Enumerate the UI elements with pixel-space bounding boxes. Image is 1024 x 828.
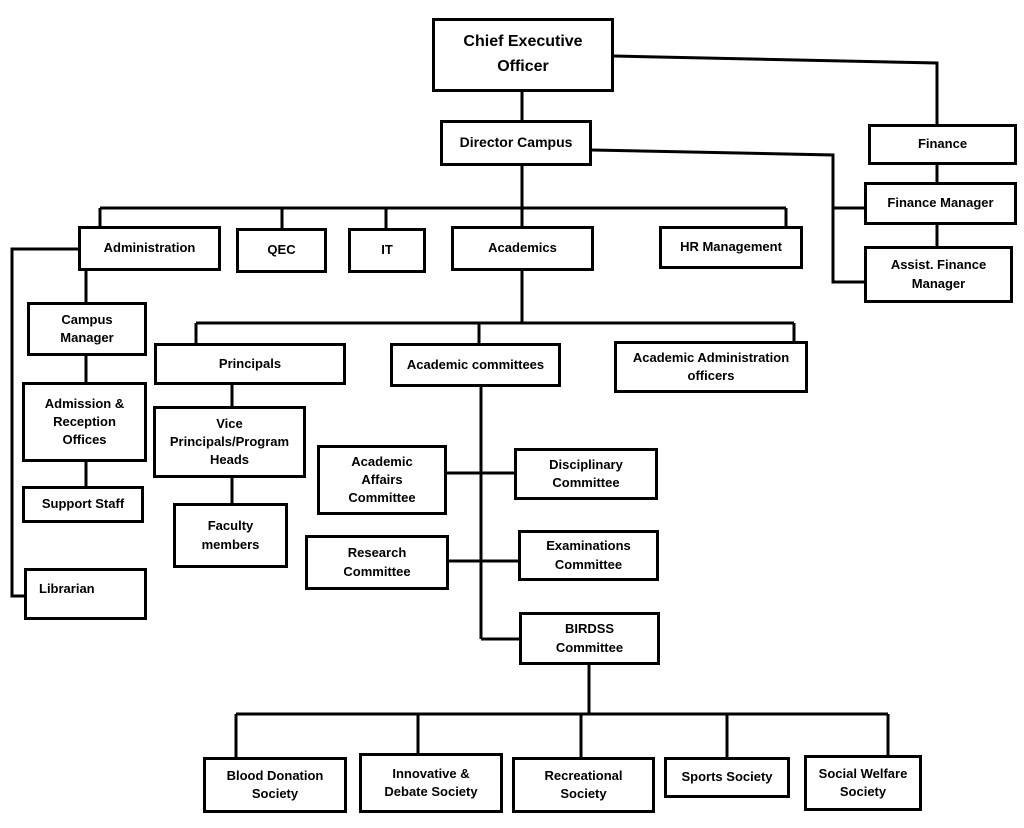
node-director-campus: Director Campus [440, 120, 592, 166]
node-assist-finance-manager: Assist. Finance Manager [864, 246, 1013, 303]
node-campus-manager: Campus Manager [27, 302, 147, 356]
node-faculty-members: Faculty members [173, 503, 288, 568]
node-support-staff: Support Staff [22, 486, 144, 523]
node-it: IT [348, 228, 426, 273]
node-qec: QEC [236, 228, 327, 273]
node-finance: Finance [868, 124, 1017, 165]
node-social-welfare: Social Welfare Society [804, 755, 922, 811]
node-admission-reception: Admission & Reception Offices [22, 382, 147, 462]
node-administration: Administration [78, 226, 221, 271]
node-research: Research Committee [305, 535, 449, 590]
node-principals: Principals [154, 343, 346, 385]
node-academics: Academics [451, 226, 594, 271]
node-recreational: Recreational Society [512, 757, 655, 813]
node-blood-donation: Blood Donation Society [203, 757, 347, 813]
node-academic-committees: Academic committees [390, 343, 561, 387]
node-hr-management: HR Management [659, 226, 803, 269]
node-librarian: Librarian [24, 568, 147, 620]
node-sports: Sports Society [664, 757, 790, 798]
node-finance-manager: Finance Manager [864, 182, 1017, 225]
node-vice-principals: Vice Principals/Program Heads [153, 406, 306, 478]
node-academic-affairs: Academic Affairs Committee [317, 445, 447, 515]
node-innovative-debate: Innovative & Debate Society [359, 753, 503, 813]
node-academic-admin-officers: Academic Administration officers [614, 341, 808, 393]
node-ceo: Chief Executive Officer [432, 18, 614, 92]
node-examinations: Examinations Committee [518, 530, 659, 581]
node-disciplinary: Disciplinary Committee [514, 448, 658, 500]
node-birdss: BIRDSS Committee [519, 612, 660, 665]
